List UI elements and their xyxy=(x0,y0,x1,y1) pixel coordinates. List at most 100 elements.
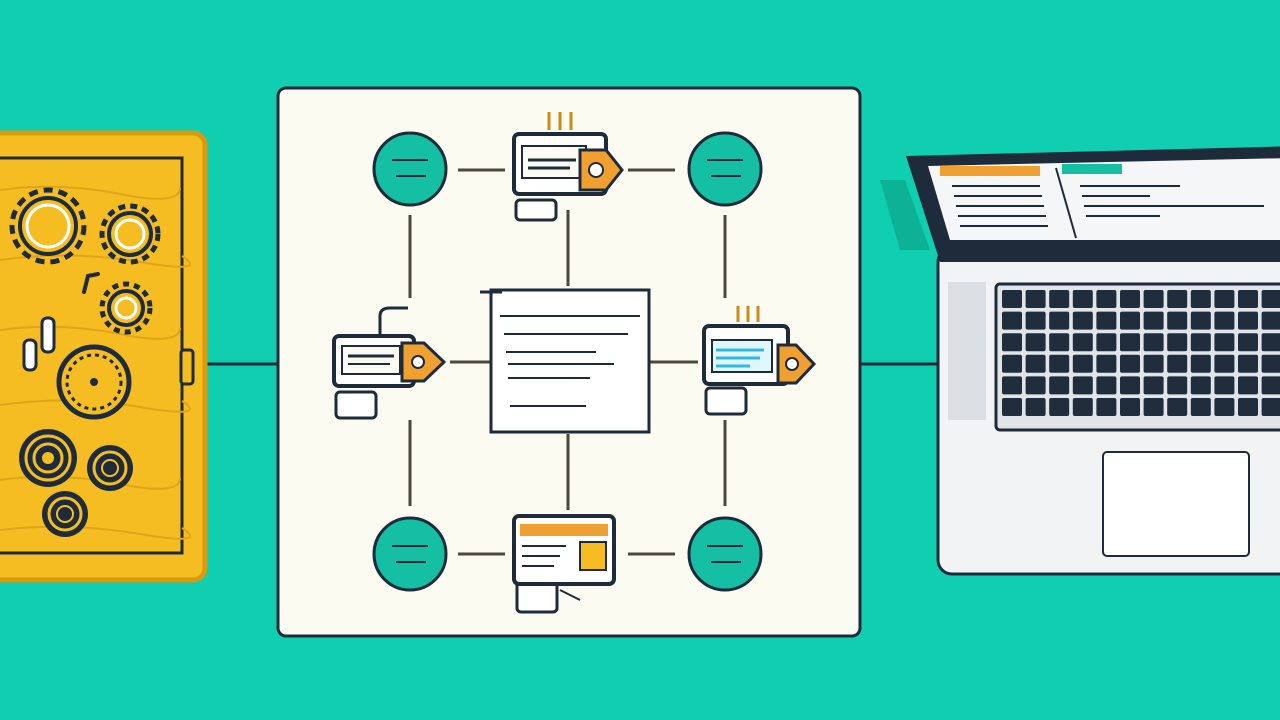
keyboard-key xyxy=(1190,376,1211,395)
keyboard-key xyxy=(1238,311,1258,330)
keyboard-key xyxy=(1261,354,1280,373)
document-icon xyxy=(489,288,651,434)
keyboard-key xyxy=(1096,398,1117,416)
gear-board xyxy=(0,130,208,583)
keyboard-key xyxy=(1143,333,1164,352)
keyboard-key xyxy=(1096,376,1117,395)
keyboard-key xyxy=(1167,354,1188,373)
keyboard-key xyxy=(1072,354,1093,373)
keyboard-key xyxy=(1143,290,1164,308)
keyboard-key xyxy=(1261,376,1280,395)
keyboard-key xyxy=(1120,290,1140,308)
keyboard-keys xyxy=(1002,290,1280,416)
keyboard-key xyxy=(1025,311,1046,330)
keyboard-key xyxy=(1120,398,1140,416)
keyboard-key xyxy=(1190,398,1211,416)
keyboard-key xyxy=(1238,290,1258,308)
keyboard-key xyxy=(1214,333,1235,352)
trackpad xyxy=(1102,451,1250,557)
keyboard-key xyxy=(1049,354,1070,373)
screen-header-bar xyxy=(940,166,1040,176)
coil-icon xyxy=(42,491,88,537)
laptop-shadow xyxy=(880,180,930,250)
keyboard-key xyxy=(1002,311,1022,330)
screen-divider xyxy=(1055,167,1077,239)
gear-icon xyxy=(9,187,87,265)
keyboard-key xyxy=(1096,290,1117,308)
keyboard-key xyxy=(1002,398,1022,416)
keyboard-key xyxy=(1072,398,1093,416)
node-middle-right xyxy=(702,306,817,416)
keyboard-key xyxy=(1025,290,1046,308)
keyboard-key xyxy=(1167,398,1188,416)
keyboard-key xyxy=(1261,333,1280,352)
gear-icon xyxy=(56,344,132,420)
keyboard-key xyxy=(1025,376,1046,395)
keyboard-key xyxy=(1238,354,1258,373)
keyboard-key xyxy=(1143,354,1164,373)
keyboard-key xyxy=(1190,290,1211,308)
screen-header-bar-teal xyxy=(1062,164,1122,174)
keyboard-key xyxy=(1238,376,1258,395)
keyboard-key xyxy=(1143,376,1164,395)
keyboard-key xyxy=(1167,290,1188,308)
keyboard-key xyxy=(1261,398,1280,416)
keyboard-key xyxy=(1025,398,1046,416)
node-bottom-left xyxy=(372,516,448,592)
keyboard-key xyxy=(1190,354,1211,373)
laptop-icon xyxy=(880,146,1280,576)
keyboard-key xyxy=(1238,398,1258,416)
keyboard-key xyxy=(1072,376,1093,395)
keyboard-key xyxy=(1049,333,1070,352)
keyboard-key xyxy=(1049,376,1070,395)
keyboard-key xyxy=(1238,333,1258,352)
node-top-right xyxy=(687,131,763,207)
screen-content-lines xyxy=(952,185,1264,227)
keyboard-key xyxy=(1167,311,1188,330)
node-bottom-right xyxy=(687,516,763,592)
keyboard-key xyxy=(1002,376,1022,395)
node-middle-left xyxy=(332,306,447,420)
laptop-side-panel xyxy=(948,282,986,420)
keyboard-key xyxy=(1002,290,1022,308)
keyboard-key xyxy=(1049,290,1070,308)
keyboard-key xyxy=(1120,354,1140,373)
keyboard-key xyxy=(1002,354,1022,373)
keyboard-key xyxy=(1072,290,1093,308)
keyboard-key xyxy=(1190,311,1211,330)
gear-icon xyxy=(99,281,153,335)
keyboard-key xyxy=(1261,311,1280,330)
keyboard-key xyxy=(1261,290,1280,308)
keyboard-key xyxy=(1096,311,1117,330)
keyboard-key xyxy=(1072,311,1093,330)
process-flow-panel xyxy=(276,86,862,638)
keyboard-key xyxy=(1143,311,1164,330)
keyboard-key xyxy=(1120,333,1140,352)
keyboard-key xyxy=(1214,311,1235,330)
node-bottom-center xyxy=(512,514,616,614)
keyboard-key xyxy=(1025,354,1046,373)
node-center xyxy=(480,288,651,434)
keyboard-key xyxy=(1049,311,1070,330)
keyboard-key xyxy=(1120,311,1140,330)
pin-icons xyxy=(22,316,56,372)
keyboard-key xyxy=(1096,333,1117,352)
node-top-center xyxy=(512,112,624,222)
keyboard-key xyxy=(1214,398,1235,416)
keyboard-key xyxy=(1025,333,1046,352)
gear-icon xyxy=(99,203,161,265)
coil-icon xyxy=(87,445,133,491)
node-top-left xyxy=(372,131,448,207)
keyboard-key xyxy=(1190,333,1211,352)
keyboard-key xyxy=(1049,398,1070,416)
small-arrow-icon xyxy=(82,272,100,294)
keyboard-key xyxy=(1143,398,1164,416)
keyboard-key xyxy=(1120,376,1140,395)
board-hinge xyxy=(179,348,195,386)
keyboard-key xyxy=(1167,333,1188,352)
laptop-screen xyxy=(928,158,1280,240)
keyboard-key xyxy=(1214,354,1235,373)
keyboard-key xyxy=(1096,354,1117,373)
keyboard-key xyxy=(1072,333,1093,352)
keyboard-key xyxy=(1214,376,1235,395)
